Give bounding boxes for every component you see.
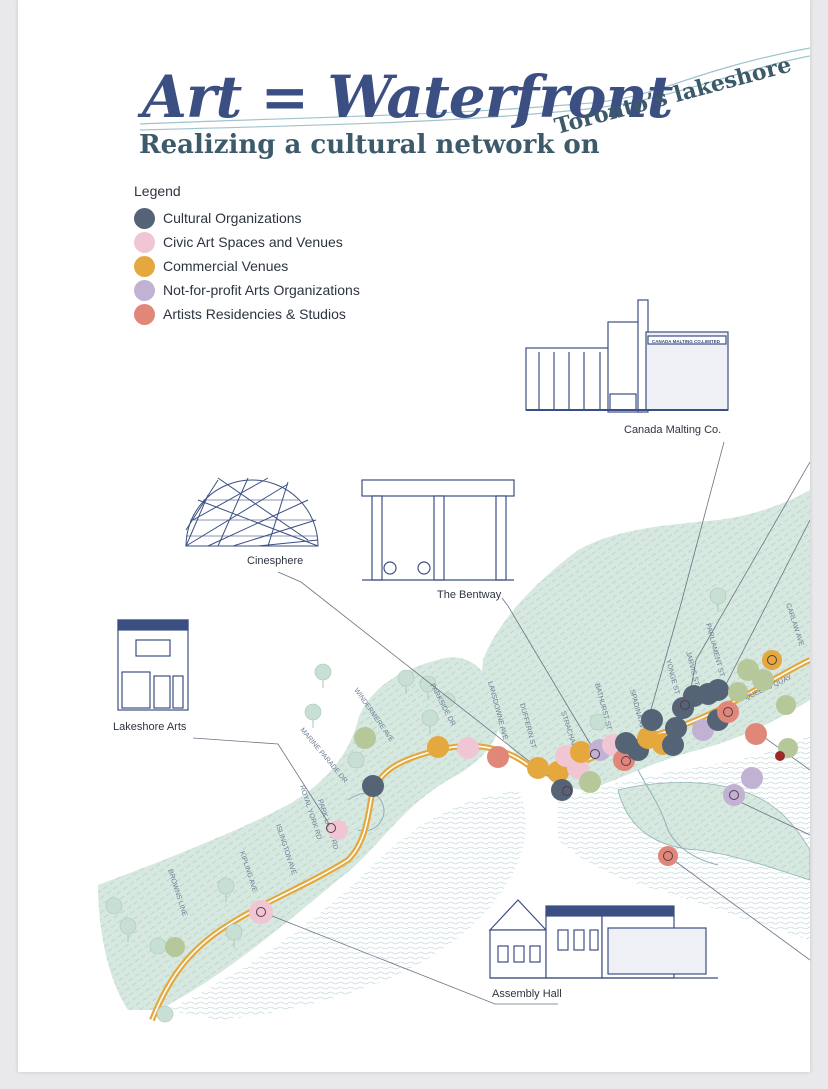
- legend-swatch: [134, 255, 155, 277]
- cinesphere-label: Cinesphere: [247, 555, 304, 567]
- bentway-illustration: [361, 479, 515, 581]
- title-wave-2: [139, 55, 810, 131]
- cinesphere-illustration: [185, 477, 319, 547]
- legend-item-label: Artists Residencies & Studios: [163, 306, 346, 322]
- trees: [105, 587, 727, 1023]
- poster-page: BROWNS LINE KIPLING AVE ISLINGTON AVE RO…: [18, 0, 810, 1072]
- legend-title: Legend: [134, 183, 181, 199]
- legend-swatch: [134, 303, 155, 325]
- legend-swatch: [134, 279, 155, 301]
- lake-west: [168, 790, 526, 1020]
- legend-item-label: Not-for-profit Arts Organizations: [163, 282, 360, 298]
- canada-malting-label: Canada Malting Co.: [624, 424, 722, 436]
- malting-sign-text: CANADA MALTING CO.LIMITED: [652, 339, 721, 344]
- legend-item-label: Cultural Organizations: [163, 210, 302, 226]
- leader-lines: [192, 441, 810, 1005]
- legend: Legend Cultural Organizations Civic Art …: [134, 183, 360, 326]
- legend-item: Commercial Venues: [134, 254, 360, 278]
- lakeshore-arts-illustration: [117, 619, 189, 711]
- bentway-label: The Bentway: [437, 589, 502, 601]
- legend-item: Civic Art Spaces and Venues: [134, 230, 360, 254]
- street-label: MARINE PARADE DR: [298, 727, 348, 785]
- assembly-hall-illustration: [488, 899, 718, 979]
- lakeshore-arts-label: Lakeshore Arts: [113, 721, 187, 733]
- waterfront-map: BROWNS LINE KIPLING AVE ISLINGTON AVE RO…: [98, 47, 810, 1023]
- venue-dots: [165, 650, 798, 957]
- legend-item-label: Civic Art Spaces and Venues: [163, 234, 343, 250]
- assembly-hall-label: Assembly Hall: [492, 988, 562, 1000]
- legend-item: Not-for-profit Arts Organizations: [134, 278, 360, 302]
- legend-item-label: Commercial Venues: [163, 258, 289, 274]
- title-wave: [139, 47, 810, 125]
- legend-swatch: [134, 231, 155, 253]
- page-title: Art = Waterfront: [142, 63, 673, 131]
- legend-swatch: [134, 207, 155, 229]
- canada-malting-illustration: [525, 299, 729, 413]
- legend-item: Cultural Organizations: [134, 206, 360, 230]
- legend-item: Artists Residencies & Studios: [134, 302, 360, 326]
- page-subtitle: Realizing a cultural network on: [139, 130, 600, 160]
